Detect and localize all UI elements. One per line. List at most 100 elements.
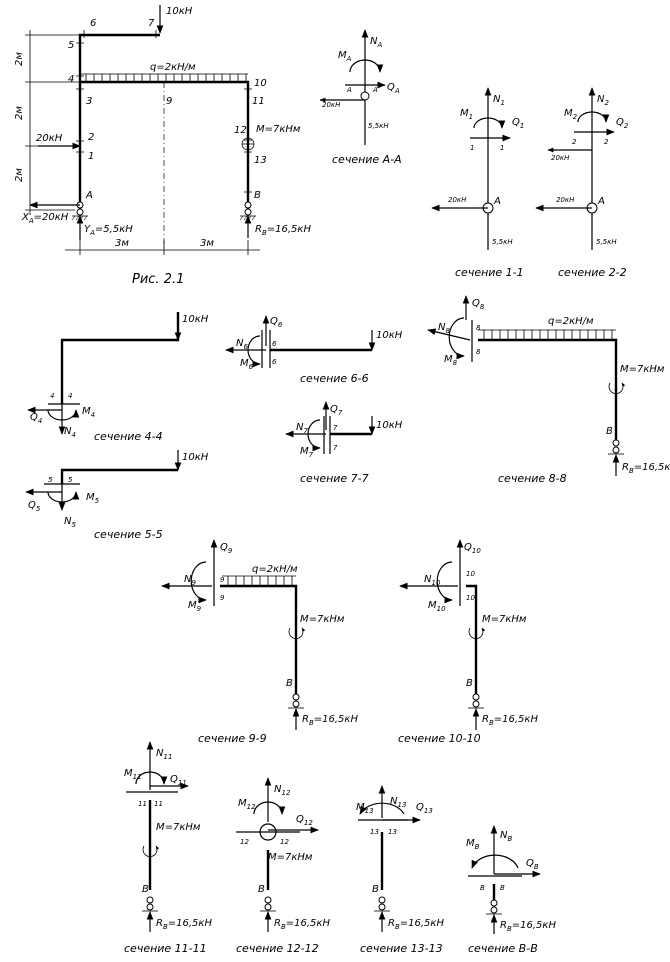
svg-text:A: A bbox=[372, 86, 378, 94]
svg-text:B: B bbox=[606, 426, 613, 437]
svg-text:7: 7 bbox=[333, 424, 338, 432]
force-20kn-label: 20кН bbox=[36, 133, 63, 144]
section-99: q=2кН/м N9 Q9 M9 99 M=7кНм B RB=16,5кН с… bbox=[161, 539, 358, 745]
svg-text:2: 2 bbox=[572, 138, 577, 146]
svg-text:1: 1 bbox=[470, 144, 474, 152]
svg-text:q=2кН/м: q=2кН/м bbox=[548, 316, 594, 327]
svg-text:M1: M1 bbox=[460, 108, 473, 121]
svg-text:12: 12 bbox=[240, 838, 249, 846]
svg-text:Q9: Q9 bbox=[220, 542, 233, 555]
svg-text:N9: N9 bbox=[184, 574, 196, 587]
svg-text:M4: M4 bbox=[82, 406, 95, 419]
svg-text:13: 13 bbox=[370, 828, 379, 836]
svg-text:10: 10 bbox=[254, 78, 267, 89]
svg-text:Q10: Q10 bbox=[464, 542, 481, 555]
svg-text:RB=16,5кН: RB=16,5кН bbox=[500, 920, 556, 933]
svg-text:12: 12 bbox=[280, 838, 289, 846]
svg-text:6: 6 bbox=[90, 18, 96, 29]
svg-text:M8: M8 bbox=[444, 354, 458, 367]
svg-text:N11: N11 bbox=[156, 748, 172, 761]
svg-text:A: A bbox=[85, 190, 93, 201]
svg-text:7: 7 bbox=[148, 18, 155, 29]
svg-text:6: 6 bbox=[272, 358, 277, 366]
svg-text:Q8: Q8 bbox=[472, 298, 485, 311]
svg-text:RB=16,5кН: RB=16,5кН bbox=[156, 918, 212, 931]
svg-text:3м: 3м bbox=[200, 238, 214, 249]
svg-text:20кН: 20кН bbox=[448, 196, 467, 204]
section-88: q=2кН/м N8 Q8 M8 88 M=7кНм B RB=16,5кН с… bbox=[427, 295, 670, 485]
moment-7-label: M=7кНм bbox=[256, 124, 301, 135]
svg-text:N13: N13 bbox=[390, 796, 406, 809]
svg-text:5,5кН: 5,5кН bbox=[368, 122, 389, 130]
svg-text:N10: N10 bbox=[424, 574, 441, 587]
svg-text:M11: M11 bbox=[124, 768, 142, 781]
svg-text:M=7кНм: M=7кНм bbox=[268, 852, 313, 863]
svg-text:RB=16,5кН: RB=16,5кН bbox=[622, 462, 670, 475]
svg-text:Q13: Q13 bbox=[416, 802, 433, 815]
svg-text:10кН: 10кН bbox=[376, 420, 403, 431]
svg-text:11: 11 bbox=[154, 800, 163, 808]
svg-text:2м: 2м bbox=[14, 52, 25, 66]
svg-text:сечение 11-11: сечение 11-11 bbox=[124, 942, 207, 955]
svg-text:RB=16,5кН: RB=16,5кН bbox=[388, 918, 444, 931]
svg-text:A: A bbox=[493, 196, 501, 207]
svg-text:сечение В-В: сечение В-В bbox=[468, 942, 538, 955]
svg-text:сечение 8-8: сечение 8-8 bbox=[498, 472, 567, 485]
svg-text:NB: NB bbox=[500, 830, 512, 843]
svg-text:Q4: Q4 bbox=[30, 412, 42, 425]
svg-text:M=7кНм: M=7кНм bbox=[482, 614, 527, 625]
svg-text:M7: M7 bbox=[300, 446, 314, 459]
svg-text:сечение 2-2: сечение 2-2 bbox=[558, 266, 627, 279]
svg-text:RB=16,5кН: RB=16,5кН bbox=[302, 714, 358, 727]
svg-text:B: B bbox=[286, 678, 293, 689]
figure-caption: Рис. 2.1 bbox=[132, 272, 184, 287]
svg-text:2: 2 bbox=[88, 132, 94, 143]
svg-text:RB=16,5кН: RB=16,5кН bbox=[274, 918, 330, 931]
svg-text:5,5кН: 5,5кН bbox=[492, 238, 513, 246]
svg-text:N12: N12 bbox=[274, 784, 291, 797]
svg-text:9: 9 bbox=[166, 96, 172, 107]
svg-text:RB=16,5кН: RB=16,5кН bbox=[255, 224, 311, 237]
svg-text:сечение 9-9: сечение 9-9 bbox=[198, 732, 267, 745]
svg-text:10кН: 10кН bbox=[182, 314, 209, 325]
svg-text:2м: 2м bbox=[14, 106, 25, 120]
section-77: 10кН N7 Q7 M7 77 сечение 7-7 bbox=[285, 401, 403, 485]
section-66: 10кН N6 Q6 M6 66 сечение 6-6 bbox=[225, 315, 403, 385]
distributed-load-main bbox=[80, 73, 248, 81]
svg-text:20кН: 20кН bbox=[551, 154, 570, 162]
svg-text:10кН: 10кН bbox=[182, 452, 209, 463]
svg-text:сечение 4-4: сечение 4-4 bbox=[94, 430, 163, 443]
svg-text:QB: QB bbox=[526, 858, 539, 871]
svg-text:9: 9 bbox=[220, 594, 225, 602]
svg-text:5: 5 bbox=[48, 476, 53, 484]
svg-text:q=2кН/м: q=2кН/м bbox=[252, 564, 298, 575]
svg-text:N7: N7 bbox=[296, 422, 308, 435]
svg-text:20кН: 20кН bbox=[322, 101, 341, 109]
svg-text:B: B bbox=[372, 884, 379, 895]
svg-text:B: B bbox=[480, 884, 485, 892]
svg-text:A: A bbox=[597, 196, 605, 207]
svg-text:B: B bbox=[142, 884, 149, 895]
svg-text:Q1: Q1 bbox=[512, 117, 524, 130]
svg-text:MB: MB bbox=[466, 838, 480, 851]
load-10kn-label: 10кН bbox=[166, 6, 193, 17]
svg-text:3м: 3м bbox=[115, 238, 129, 249]
svg-text:N1: N1 bbox=[493, 94, 505, 107]
svg-text:N6: N6 bbox=[236, 338, 248, 351]
svg-text:3: 3 bbox=[86, 96, 92, 107]
svg-text:B: B bbox=[500, 884, 505, 892]
svg-text:5: 5 bbox=[68, 40, 74, 51]
svg-text:11: 11 bbox=[138, 800, 147, 808]
svg-text:4: 4 bbox=[50, 392, 54, 400]
svg-text:2: 2 bbox=[604, 138, 609, 146]
svg-text:Q5: Q5 bbox=[28, 500, 41, 513]
svg-text:QA: QA bbox=[387, 82, 400, 95]
svg-text:сечение 10-10: сечение 10-10 bbox=[398, 732, 481, 745]
svg-text:Q7: Q7 bbox=[330, 404, 343, 417]
